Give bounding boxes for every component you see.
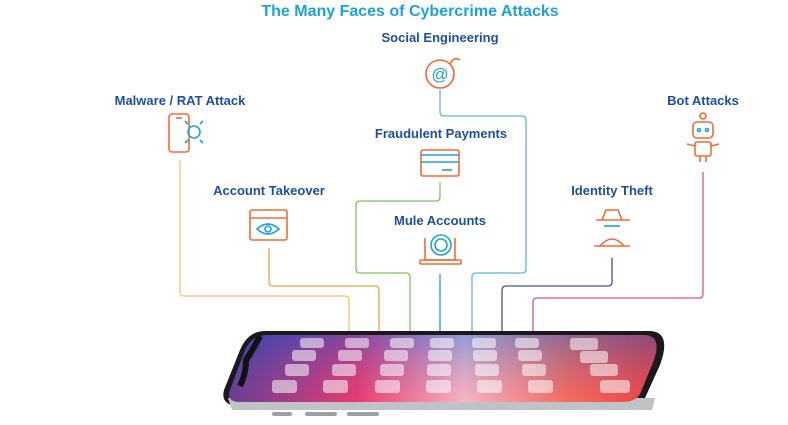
label-bot-attacks: Bot Attacks [667, 93, 739, 108]
spy-icon [594, 209, 630, 247]
page-title: The Many Faces of Cybercrime Attacks [261, 3, 559, 20]
label-fraudulent-payments: Fraudulent Payments [374, 126, 508, 141]
svg-text:@: @ [431, 65, 448, 84]
label-social-engineering: Social Engineering [381, 30, 499, 45]
smartphone-illustration [223, 331, 665, 416]
credit-card-icon [420, 149, 460, 177]
connector-social-engineering [439, 90, 527, 332]
connector-fraudulent-payments [355, 182, 441, 332]
browser-eye-icon [249, 209, 288, 241]
connector-bot-attacks [532, 172, 704, 332]
label-mule-accounts: Mule Accounts [394, 213, 486, 228]
phone-bug-icon [168, 113, 204, 153]
connector-account-takeover [268, 248, 380, 332]
connector-malware [179, 160, 350, 332]
connector-identity-theft [501, 258, 613, 332]
robot-icon [686, 112, 720, 162]
label-malware-rat-attack: Malware / RAT Attack [114, 93, 246, 108]
at-bomb-icon: @ [425, 57, 461, 89]
label-identity-theft: Identity Theft [571, 183, 653, 198]
laptop-fingerprint-icon [419, 234, 462, 265]
label-account-takeover: Account Takeover [213, 183, 325, 198]
